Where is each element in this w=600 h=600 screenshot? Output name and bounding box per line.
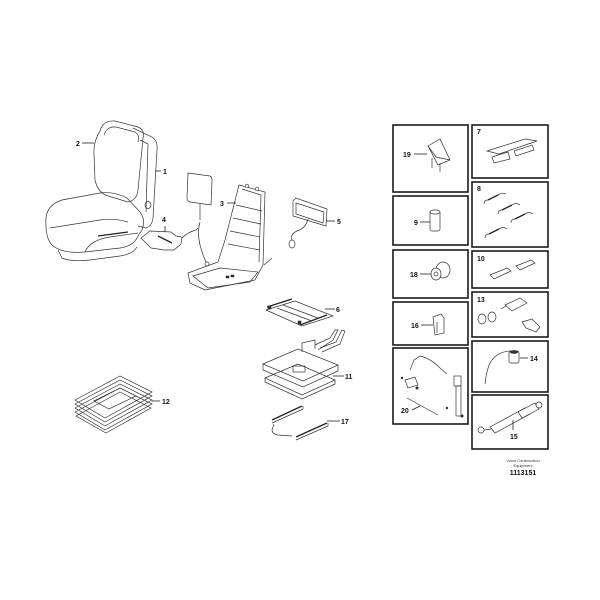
box-14: 14 <box>471 340 549 393</box>
callout-12: 12 <box>162 399 170 406</box>
callout-16: 16 <box>411 323 419 330</box>
callout-13: 13 <box>477 297 485 304</box>
box-18: 18 <box>392 249 469 299</box>
heating-pad: 4 <box>140 217 199 251</box>
box-8: 8 <box>471 181 549 248</box>
box-13: 13 <box>471 291 549 338</box>
callout-8: 8 <box>477 186 481 193</box>
box-20: 20 <box>392 347 469 425</box>
figure-footer: Volvo Construction Equipment 1113151 <box>506 458 539 477</box>
box-9: 9 <box>392 195 469 246</box>
backrest-pad <box>186 172 213 267</box>
callout-7: 7 <box>477 129 481 136</box>
slide-rails: 6 <box>265 298 340 327</box>
callout-3: 3 <box>220 201 224 208</box>
callout-10: 10 <box>477 256 485 263</box>
callout-2: 2 <box>76 141 80 148</box>
callout-1: 1 <box>163 169 167 176</box>
box-16: 16 <box>392 301 469 346</box>
callout-18: 18 <box>410 272 418 279</box>
callout-14: 14 <box>530 356 538 363</box>
callout-20: 20 <box>401 408 409 415</box>
suspension-unit: 11 <box>262 329 353 400</box>
box-7: 7 <box>471 124 549 179</box>
callout-5: 5 <box>337 219 341 226</box>
manufacturer-line-2: Equipment <box>513 463 533 468</box>
callout-4: 4 <box>162 217 166 224</box>
callout-19: 19 <box>403 152 411 159</box>
adjustment-rails: 17 <box>271 405 349 441</box>
figure-number: 1113151 <box>510 470 537 477</box>
callout-11: 11 <box>345 374 353 381</box>
callout-6: 6 <box>336 307 340 314</box>
seat-assembly: 2 1 <box>45 120 167 262</box>
manufacturer-line-1: Volvo Construction <box>506 458 539 463</box>
backrest-heater: 5 <box>288 197 341 249</box>
box-10: 10 <box>471 250 549 289</box>
callout-15: 15 <box>510 434 518 441</box>
callout-17: 17 <box>341 419 349 426</box>
box-15: 15 <box>471 394 549 450</box>
bellows: 12 <box>74 375 170 434</box>
callout-9: 9 <box>414 220 418 227</box>
seat-frame: 3 <box>187 183 273 291</box>
box-19: 19 <box>392 124 469 193</box>
